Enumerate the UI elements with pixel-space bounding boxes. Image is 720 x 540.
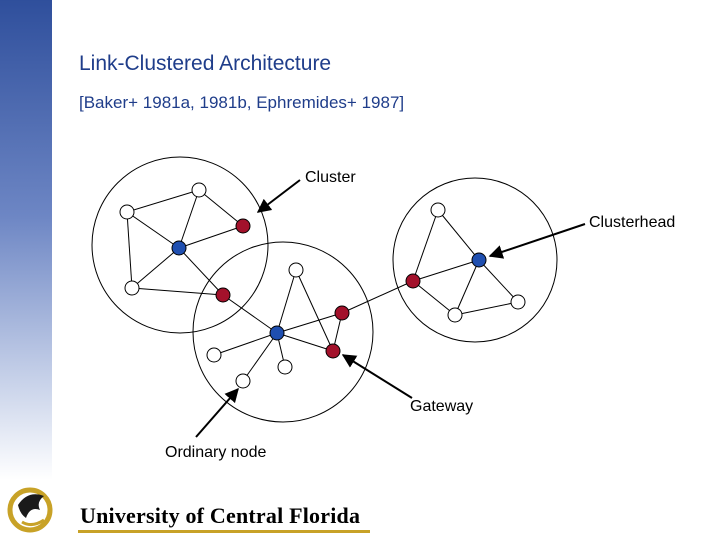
decorative-side-bar [0, 0, 52, 480]
cluster-label: Cluster [305, 169, 356, 186]
ordinary-node [119, 204, 135, 220]
university-wordmark: University of Central Florida [80, 503, 361, 528]
ordinary-node [288, 262, 304, 278]
gateway-node [325, 343, 341, 359]
ordinary-node-arrow [195, 387, 239, 438]
gateway-arrow [341, 354, 413, 399]
cluster-arrow [256, 179, 301, 213]
cluster-circle-right [392, 177, 558, 343]
clusterhead-node [471, 252, 487, 268]
gateway-label: Gateway [410, 398, 473, 415]
gateway-node [215, 287, 231, 303]
ordinary-node [235, 373, 251, 389]
ordinary-node [191, 182, 207, 198]
ordinary-node [206, 347, 222, 363]
ucf-logo-icon [7, 487, 53, 533]
ordinary-node [510, 294, 526, 310]
gateway-node [334, 305, 350, 321]
ordinary-node [430, 202, 446, 218]
gateway-node [235, 218, 251, 234]
cluster-links [126, 189, 519, 382]
clusterhead-node [171, 240, 187, 256]
slide-subtitle: [Baker+ 1981a, 1981b, Ephremides+ 1987] [79, 93, 405, 112]
clusterhead-label: Clusterhead [589, 214, 675, 231]
slide-title: Link-Clustered Architecture [79, 52, 332, 75]
cluster-circle-left [91, 156, 269, 334]
gateway-node [405, 273, 421, 289]
ordinary-node-label: Ordinary node [165, 444, 266, 461]
ordinary-node [447, 307, 463, 323]
ordinary-node [124, 280, 140, 296]
clusterhead-arrow [488, 223, 586, 259]
wordmark-underline [78, 530, 370, 533]
clusterhead-node [269, 325, 285, 341]
cluster-circle-middle [192, 241, 374, 423]
ordinary-node [277, 359, 293, 375]
